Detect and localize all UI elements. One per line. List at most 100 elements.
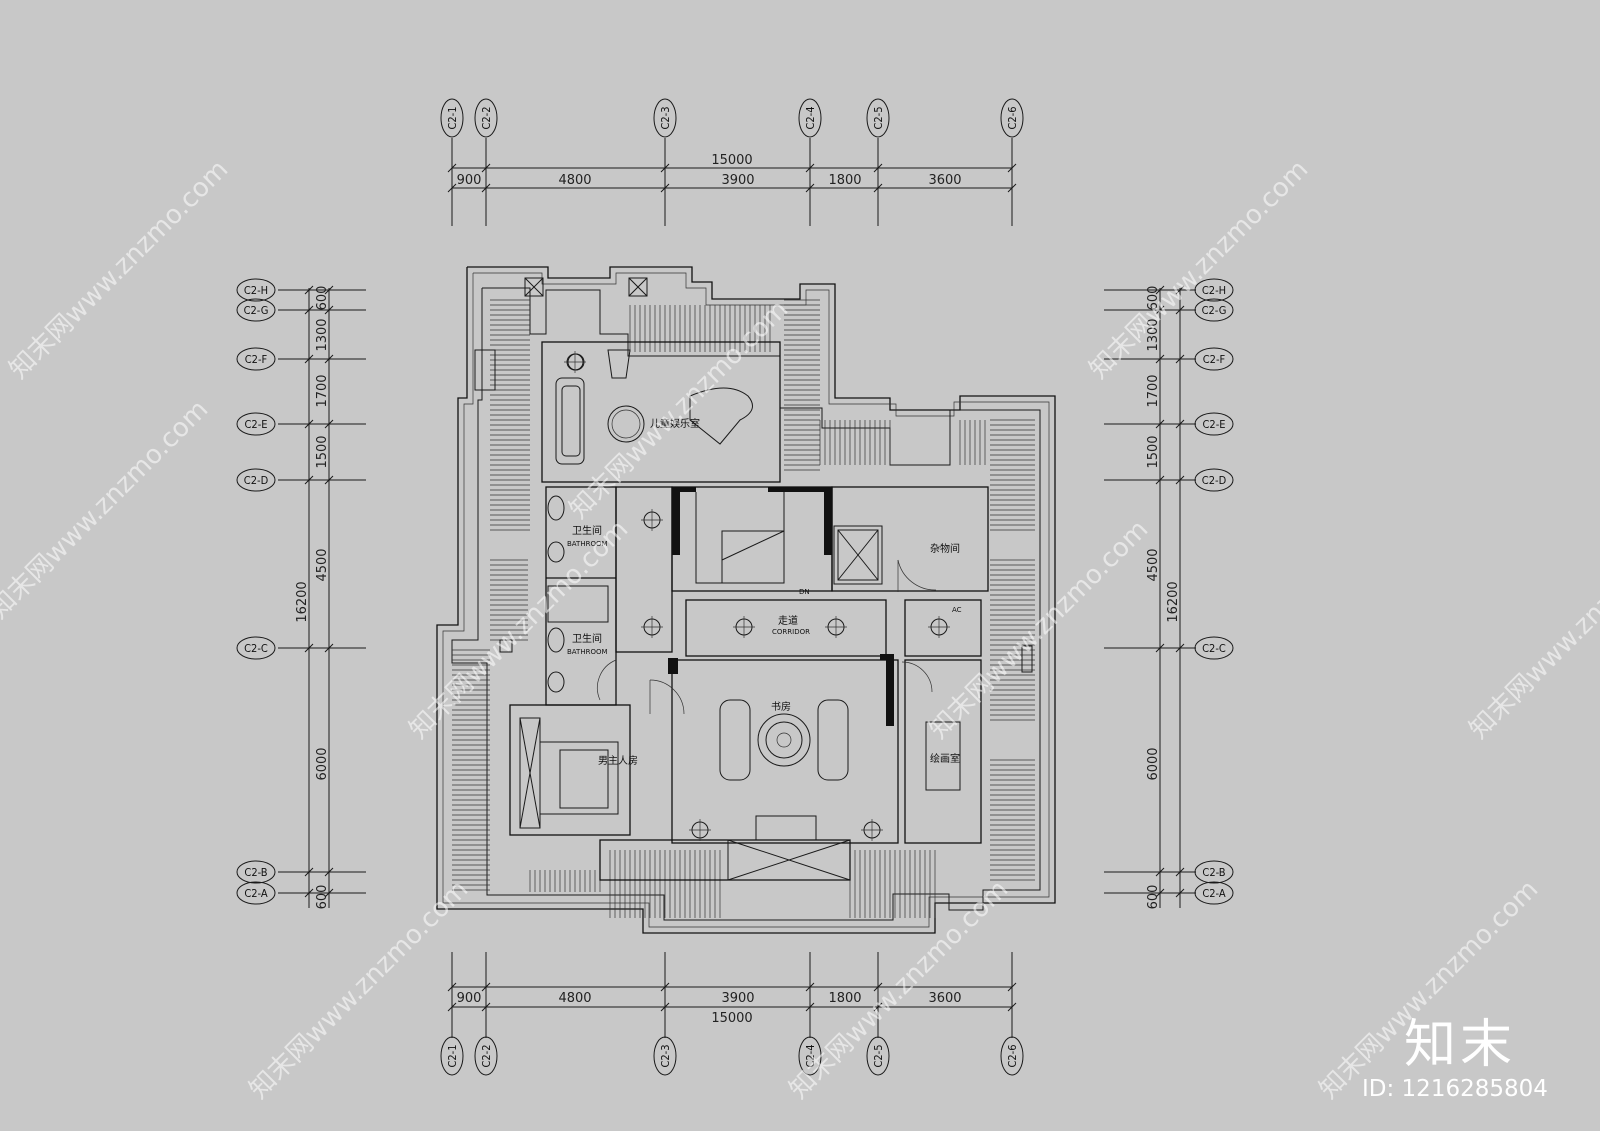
stair-direction-label: DN [799,588,810,596]
left-dim-3: 1700 [315,374,330,407]
room-label-kids-room: 儿童娱乐室 [650,417,700,430]
grid-bubble-row [236,881,276,905]
grid-bubble-col [474,98,498,138]
top-dimension-chain: 15000 900 4800 3900 1800 3600 [452,153,1012,189]
building-outline [436,266,1056,934]
grid-bubble-col [653,98,677,138]
top-dim-5: 3600 [928,173,961,188]
grid-bubble-row [1194,881,1234,905]
left-dim-6: 6000 [315,747,330,780]
grid-label-top: C2-3 [659,106,672,129]
grid-bubble-row [236,860,276,884]
grid-bubble-row [1194,347,1234,371]
grid-bubble-col [1000,98,1024,138]
left-dim-5: 4500 [315,548,330,581]
bottom-dim-5: 3600 [928,991,961,1006]
grid-label-left: C2-G [244,304,269,317]
ceiling-lights [564,351,950,841]
room-label-study: 书房 [771,700,791,713]
left-dim-4: 1500 [315,435,330,468]
watermark-logo: 知末 [1404,1015,1517,1075]
left-dim-7: 600 [315,885,330,910]
bottom-dimension-chain: 900 4800 3900 1800 3600 15000 [452,986,1012,1026]
grid-label-top: C2-1 [446,106,459,129]
grid-bubble-row [236,468,276,492]
grid-label-left: C2-B [244,866,267,879]
grid-bubble-row [1194,298,1234,322]
left-dim-2: 1300 [315,318,330,351]
grid-bubble-row [236,412,276,436]
watermark-7: 知末网www.znzmo.com [1464,514,1600,745]
grid-bubble-row [1194,636,1234,660]
grid-label-right: C2-B [1202,866,1225,879]
room-label-corridor-en: CORRIDOR [772,628,810,636]
grid-label-bottom: C2-3 [659,1044,672,1067]
grid-bubble-col [866,98,890,138]
right-dimension-chain: 16200 600 1300 1700 1500 4500 6000 600 [1146,286,1181,910]
watermark-1: 知末网www.znzmo.com [4,154,235,385]
grid-bubble-col [798,98,822,138]
grid-bubble-row [1194,412,1234,436]
grid-label-right: C2-G [1202,304,1227,317]
left-dim-1: 600 [315,286,330,311]
right-dim-6: 6000 [1146,747,1161,780]
top-total-dim: 15000 [711,153,752,168]
grid-label-left: C2-A [244,887,268,900]
grid-bubble-row [236,298,276,322]
grid-label-left: C2-C [244,642,268,655]
top-dim-2: 4800 [558,173,591,188]
left-dimension-chain: 16200 600 1300 1700 1500 4500 6000 600 [295,286,330,910]
room-label-painting-room: 绘画室 [930,752,960,765]
grid-bubble-col [866,1036,890,1076]
watermark-5: 知末网www.znzmo.com [404,514,635,745]
grid-bubble-col [440,98,464,138]
grid-bubble-row [1194,278,1234,302]
room-label-storage: 杂物间 [930,542,960,555]
grid-label-right: C2-C [1202,642,1226,655]
watermark-8: 知末网www.znzmo.com [244,874,475,1105]
room-labels: 儿童娱乐室 卫生间 BATHROOM 卫生间 BATHROOM 杂物间 走道 C… [567,417,962,767]
bottom-dim-3: 3900 [721,991,754,1006]
grid-label-right: C2-H [1202,284,1226,297]
right-dim-3: 1700 [1146,374,1161,407]
top-dim-4: 1800 [828,173,861,188]
grid-label-right: C2-D [1202,474,1227,487]
grid-bubble-row [236,278,276,302]
right-total-dim: 16200 [1166,581,1181,622]
grid-bubble-col [798,1036,822,1076]
grid-label-top: C2-5 [872,106,885,129]
top-dim-1: 900 [457,173,482,188]
grid-bubble-row [1194,860,1234,884]
grid-label-top: C2-6 [1006,106,1019,129]
grid-label-bottom: C2-5 [872,1044,885,1067]
right-dim-2: 1300 [1146,318,1161,351]
right-dim-1: 600 [1146,286,1161,311]
bottom-total-dim: 15000 [711,1011,752,1026]
grid-bubble-col [653,1036,677,1076]
grid-label-left: C2-E [244,418,267,431]
bottom-dim-2: 4800 [558,991,591,1006]
grid-bubble-row [1194,468,1234,492]
grid-label-right: C2-A [1202,887,1226,900]
left-total-dim: 16200 [295,581,310,622]
grid-label-bottom: C2-4 [804,1044,817,1067]
grid-label-left: C2-F [245,353,268,366]
grid-label-bottom: C2-6 [1006,1044,1019,1067]
bottom-dim-4: 1800 [828,991,861,1006]
grid-label-right: C2-F [1203,353,1226,366]
grid-bubble-col [440,1036,464,1076]
grid-label-top: C2-2 [480,106,493,129]
grid-bubble-col [474,1036,498,1076]
grid-bubble-col [1000,1036,1024,1076]
grid-label-bottom: C2-1 [446,1044,459,1067]
ac-label: AC [952,606,962,614]
grid-bubble-row [236,636,276,660]
top-dim-3: 3900 [721,173,754,188]
image-id: ID: 1216285804 [1362,1076,1548,1102]
grid-label-top: C2-4 [804,106,817,129]
roof-hatching [452,299,1035,918]
watermark-9: 知末网www.znzmo.com [784,874,1015,1105]
room-label-bathroom-1: 卫生间 [572,524,602,537]
grid-label-right: C2-E [1202,418,1225,431]
